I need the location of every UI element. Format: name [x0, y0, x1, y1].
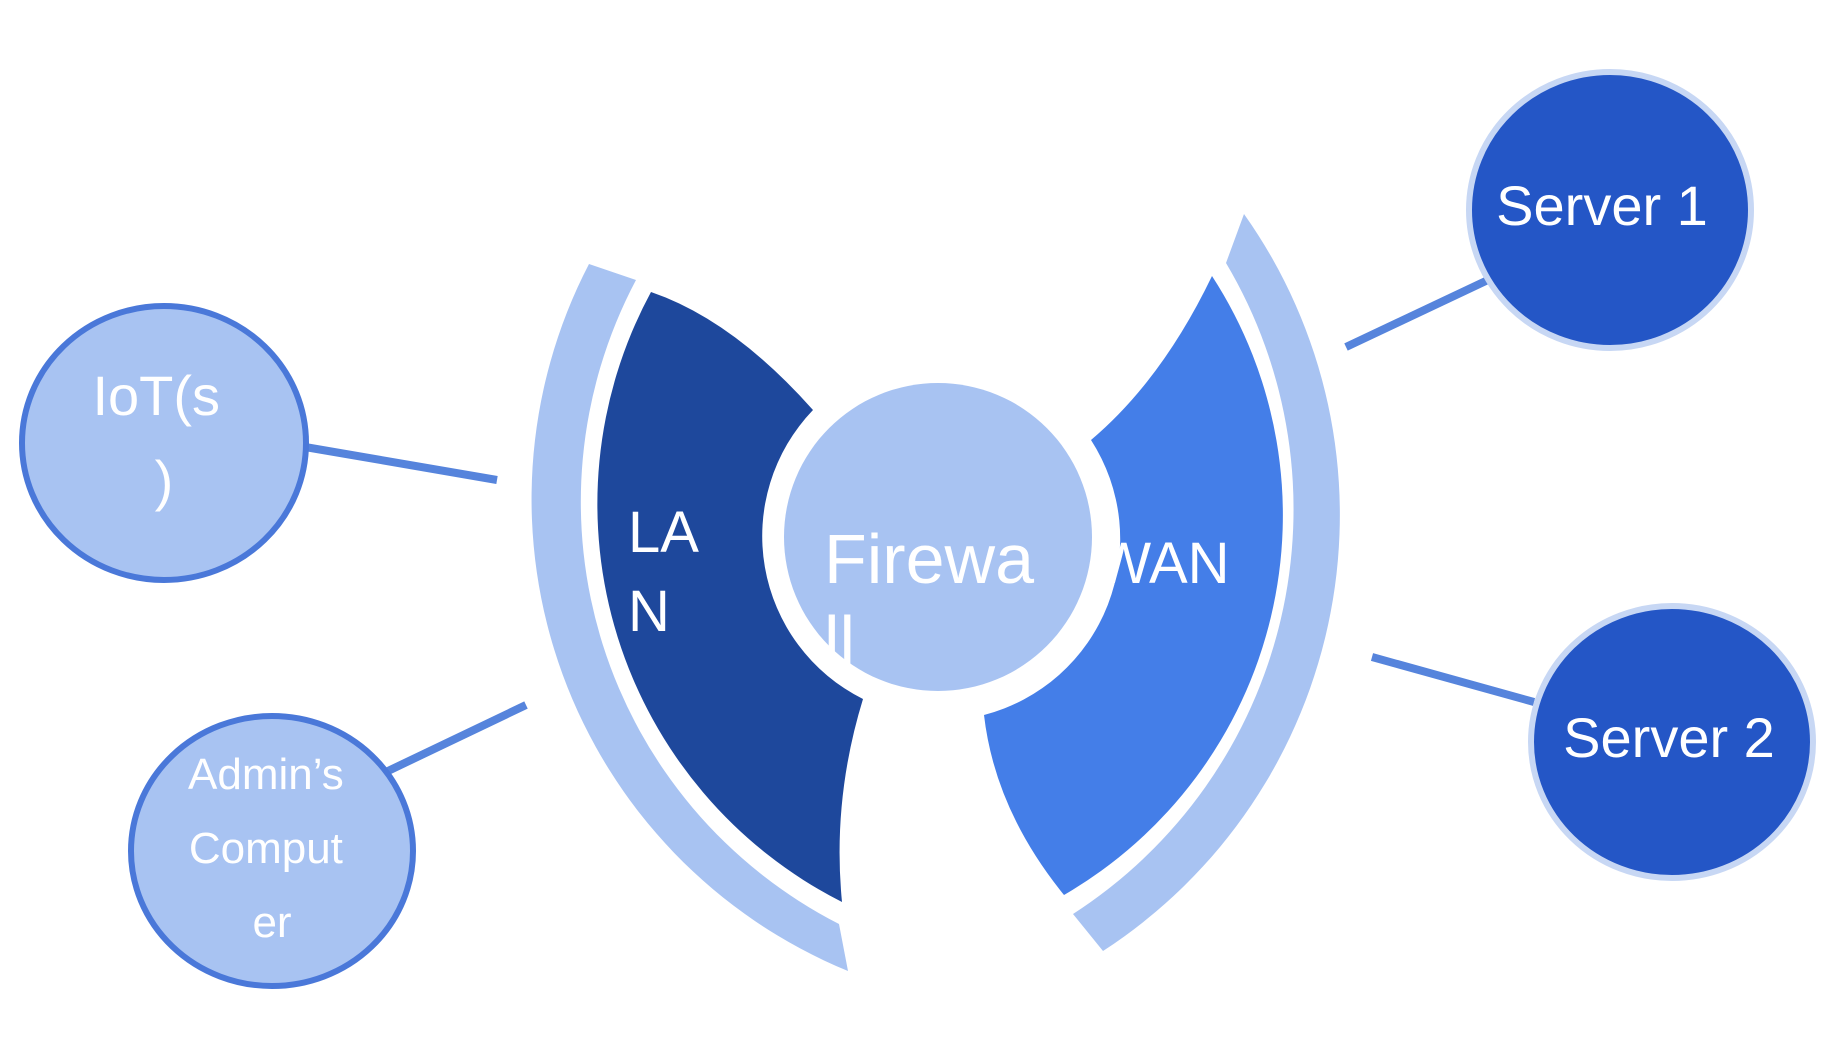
lan-label: LA N	[628, 500, 712, 644]
wan-segment	[984, 276, 1283, 895]
connector-iot-lan	[304, 443, 498, 484]
firewall-label-line-1: Firewa	[824, 520, 1034, 598]
lan-segment	[597, 292, 863, 902]
server2-circle	[1528, 603, 1816, 881]
wan-label-line-1: WAN	[1096, 531, 1229, 596]
iot-label-line-2: )	[155, 449, 174, 512]
server2-label: Server 2	[1563, 706, 1775, 769]
server2-label-line-1: Server 2	[1563, 706, 1775, 769]
server1-circle	[1466, 69, 1754, 351]
server1-label-line-1: Server 1	[1496, 174, 1708, 237]
wan-label: WAN	[1096, 531, 1229, 596]
iot-circle	[19, 303, 309, 583]
admin-circle	[128, 713, 416, 989]
server1-label: Server 1	[1496, 174, 1708, 237]
firewall-circle	[784, 383, 1092, 691]
lan-label-line-2: N	[628, 579, 670, 644]
connector-wan-server1	[1344, 275, 1492, 351]
admin-label-line-2: Comput	[189, 824, 343, 873]
wan-outer-arc	[1073, 214, 1340, 951]
connector-wan-server2	[1370, 653, 1536, 706]
admin-label: Admin’s Comput er	[188, 750, 356, 947]
lan-label-line-1: LA	[628, 500, 699, 565]
iot-label-line-1: IoT(s	[92, 364, 220, 427]
connectors	[304, 275, 1536, 775]
firewall-label-line-2: ll	[824, 602, 855, 680]
admin-label-line-1: Admin’s	[188, 750, 344, 799]
admin-label-line-3: er	[252, 898, 291, 947]
lan-outer-arc	[531, 264, 848, 971]
iot-label: IoT(s )	[92, 364, 235, 512]
firewall-label: Firewa ll	[824, 520, 1054, 680]
connector-admin-lan	[386, 701, 528, 775]
